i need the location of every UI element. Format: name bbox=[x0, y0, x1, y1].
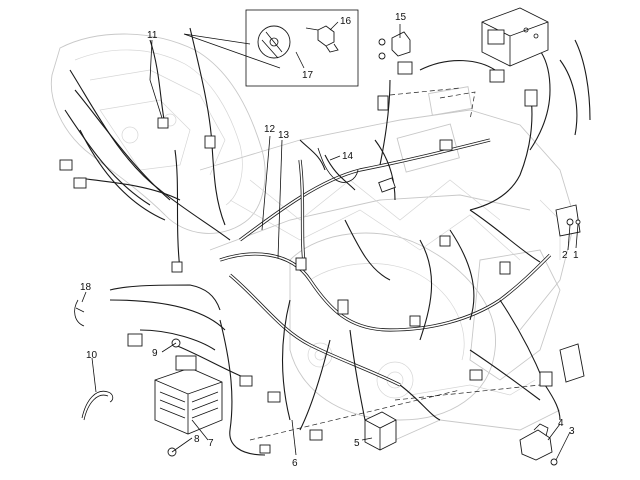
components bbox=[59, 7, 585, 466]
callout-12: 12 bbox=[264, 124, 276, 135]
callout-14: 14 bbox=[342, 151, 354, 162]
callout-1: 1 bbox=[573, 250, 579, 261]
ecu-module bbox=[481, 7, 549, 67]
callout-16: 16 bbox=[340, 16, 352, 27]
callout-6: 6 bbox=[292, 458, 298, 469]
callout-17: 17 bbox=[302, 70, 314, 81]
callout-5: 5 bbox=[354, 438, 360, 449]
frame-drawing bbox=[50, 33, 576, 441]
callout-11: 11 bbox=[147, 30, 158, 41]
bolt-3 bbox=[550, 458, 558, 466]
callout-15: 15 bbox=[395, 12, 407, 23]
callout-8: 8 bbox=[194, 434, 200, 445]
callout-labels: 1 2 3 4 5 6 7 8 9 10 11 12 13 14 15 16 1… bbox=[80, 12, 579, 469]
voltage-regulator bbox=[154, 355, 223, 435]
horn-connector bbox=[391, 31, 411, 57]
callout-9: 9 bbox=[152, 348, 158, 359]
callout-10: 10 bbox=[86, 350, 98, 361]
bolt-2 bbox=[566, 218, 574, 226]
wiring-harness bbox=[64, 27, 591, 456]
leader-lines bbox=[81, 21, 579, 461]
callout-18: 18 bbox=[80, 282, 92, 293]
dashed-reference-lines bbox=[249, 87, 541, 441]
callout-2: 2 bbox=[562, 250, 568, 261]
callout-13: 13 bbox=[278, 130, 290, 141]
connector-relay bbox=[397, 61, 413, 75]
inset-box bbox=[245, 9, 359, 87]
relay-block bbox=[364, 411, 397, 451]
callout-3: 3 bbox=[569, 426, 575, 437]
sensor bbox=[519, 423, 553, 461]
callout-7: 7 bbox=[208, 438, 214, 449]
callout-4: 4 bbox=[558, 418, 564, 429]
